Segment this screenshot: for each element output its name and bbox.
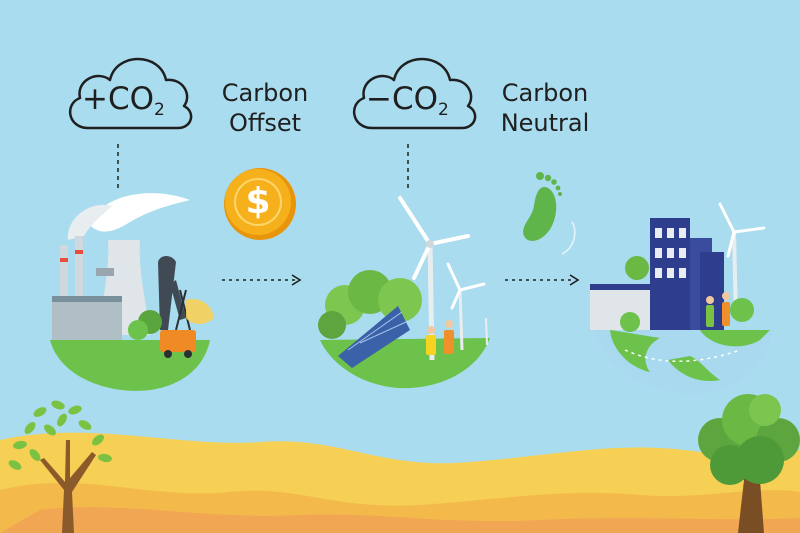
- removal-label: −CO2: [366, 81, 449, 121]
- arrow-icon: [222, 274, 302, 286]
- ground: [0, 432, 800, 533]
- tree-icon: [8, 400, 112, 533]
- removal-cloud-icon: [352, 57, 477, 188]
- wind-solar-icon: [318, 196, 490, 389]
- arrow-icon: [505, 274, 580, 286]
- green-city-globe-icon: [590, 202, 772, 394]
- emission-label: +CO2: [82, 81, 165, 121]
- emission-cloud-icon: [68, 57, 193, 188]
- coin-symbol: $: [245, 181, 271, 222]
- factory-icon: [50, 193, 214, 391]
- dollar-coin-icon: [224, 168, 296, 240]
- tree-icon: [698, 394, 800, 533]
- footprint-icon: [523, 172, 576, 255]
